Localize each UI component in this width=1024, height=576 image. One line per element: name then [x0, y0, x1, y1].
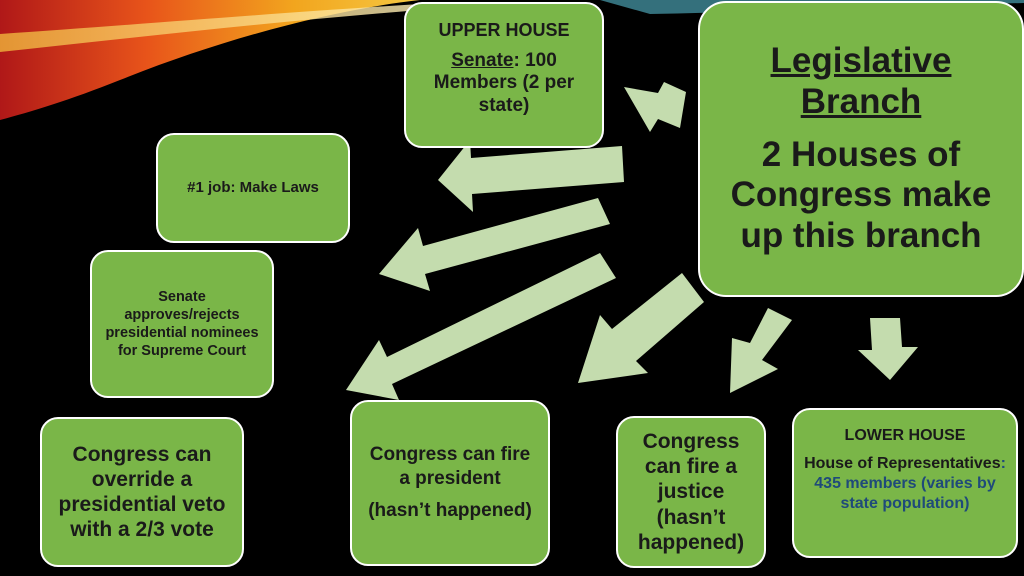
fire-justice-box: Congress can fire a justice (hasn’t happ…: [616, 416, 766, 568]
arrow-to-job: [438, 140, 624, 212]
arrow-to-lower-house: [858, 318, 918, 380]
fire-president-text: Congress can fire a president: [369, 444, 531, 490]
legislative-body: 2 Houses of Congress make up this branch: [730, 134, 992, 256]
veto-override-box: Congress can override a presidential vet…: [40, 417, 244, 567]
senate-description: Senate: 100 Members (2 per state): [416, 50, 592, 118]
arrow-to-senate-nominees: [379, 198, 610, 291]
fire-president-box: Congress can fire a president (hasn’t ha…: [350, 400, 550, 566]
arrow-to-fire-president: [578, 273, 704, 383]
senate-nominees-text: Senate approves/rejects presidential nom…: [105, 288, 259, 360]
representatives-description: House of Representatives: 435 members (v…: [804, 454, 1006, 514]
senate-detail: : 100 Members (2 per state): [433, 49, 575, 117]
legislative-branch-box: Legislative Branch 2 Houses of Congress …: [698, 1, 1024, 297]
upper-house-box: UPPER HOUSE Senate: 100 Members (2 per s…: [404, 2, 604, 148]
senate-label: Senate: [451, 49, 514, 71]
senate-nominees-box: Senate approves/rejects presidential nom…: [90, 250, 274, 398]
lower-house-box: LOWER HOUSE House of Representatives: 43…: [792, 408, 1018, 558]
make-laws-box: #1 job: Make Laws: [156, 133, 350, 243]
lower-house-heading: LOWER HOUSE: [844, 427, 966, 444]
fire-president-note: (hasn’t happened): [368, 499, 532, 521]
fire-justice-text: Congress can fire a justice (hasn’t happ…: [637, 430, 745, 554]
representatives-label: House of Representatives: [804, 455, 1001, 472]
representatives-detail: : 435 members (varies by state populatio…: [814, 455, 1006, 512]
arrow-to-override: [346, 253, 616, 400]
arrow-to-fire-justice: [730, 308, 792, 393]
legislative-title: Legislative Branch: [770, 40, 952, 121]
veto-override-text: Congress can override a presidential vet…: [58, 442, 226, 542]
upper-house-heading: UPPER HOUSE: [438, 20, 570, 40]
arrow-to-upper-house: [624, 82, 686, 132]
make-laws-text: #1 job: Make Laws: [187, 179, 319, 196]
